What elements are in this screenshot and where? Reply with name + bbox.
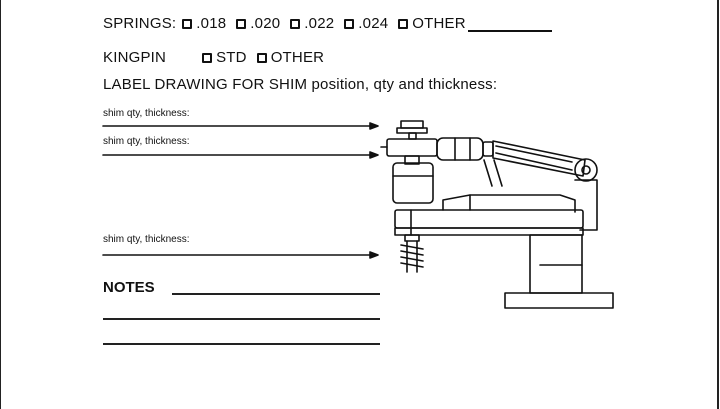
checkbox-icon[interactable] <box>202 52 213 63</box>
page-border-right <box>717 0 719 409</box>
springs-row: SPRINGS: .018 .020 .022 .024 OTHER <box>103 15 552 32</box>
springs-option-018[interactable]: .018 <box>182 15 226 32</box>
arrow-icon <box>102 122 379 130</box>
springs-option-024[interactable]: .024 <box>344 15 388 32</box>
kingpin-option-other[interactable]: OTHER <box>256 49 325 66</box>
kingpin-option-std[interactable]: STD <box>202 49 247 66</box>
instruction-text: LABEL DRAWING FOR SHIM position, qty and… <box>103 76 498 93</box>
checkbox-icon[interactable] <box>290 18 301 29</box>
springs-other-field[interactable] <box>467 16 552 32</box>
springs-label: SPRINGS: <box>103 15 177 32</box>
shim-label-top: shim qty, thickness: <box>103 108 190 119</box>
notes-label: NOTES <box>103 279 155 296</box>
shim-label-bottom: shim qty, thickness: <box>103 234 190 245</box>
checkbox-icon[interactable] <box>398 18 409 29</box>
checkbox-icon[interactable] <box>344 18 355 29</box>
notes-line-1[interactable] <box>172 293 380 295</box>
springs-option-022[interactable]: .022 <box>290 15 334 32</box>
notes-line-2[interactable] <box>103 318 380 320</box>
checkbox-icon[interactable] <box>182 18 193 29</box>
checkbox-icon[interactable] <box>256 52 267 63</box>
checkbox-icon[interactable] <box>236 18 247 29</box>
arrow-icon <box>102 151 379 159</box>
springs-option-020[interactable]: .020 <box>236 15 280 32</box>
shim-label-middle: shim qty, thickness: <box>103 136 190 147</box>
kingpin-label: KINGPIN <box>103 49 167 66</box>
arrow-icon <box>102 251 379 259</box>
kingpin-row: KINGPIN STD OTHER <box>103 49 334 66</box>
springs-option-other[interactable]: OTHER <box>398 15 552 32</box>
notes-line-3[interactable] <box>103 343 380 345</box>
page-border-left <box>0 0 1 409</box>
